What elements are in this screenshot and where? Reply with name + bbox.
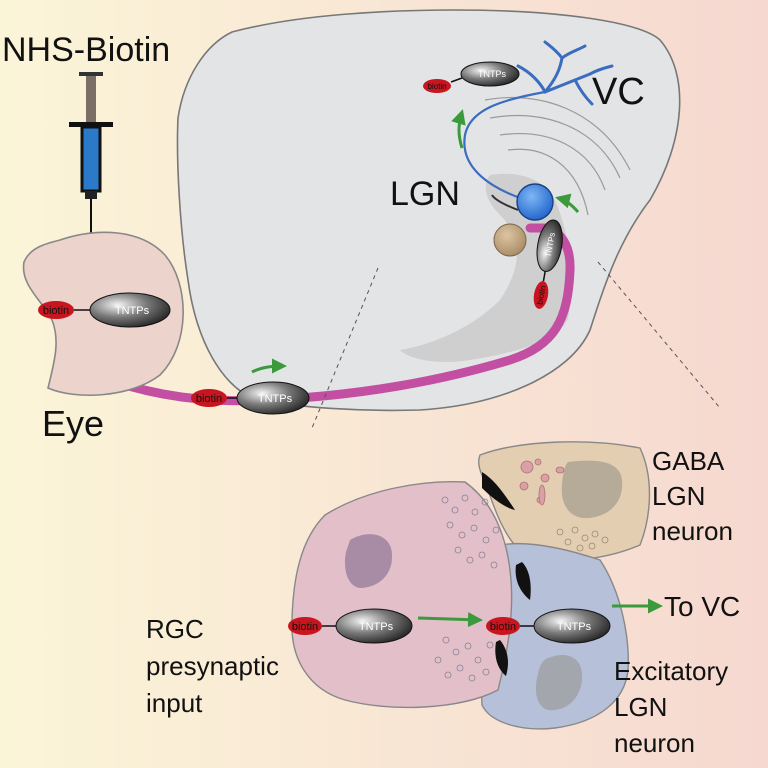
thalamus-region	[400, 173, 572, 362]
rgc-label-line: presynaptic	[146, 651, 279, 681]
tag-eye: biotin TNTPs	[38, 292, 171, 328]
gaba-neuron-label: GABA LGN neuron	[652, 446, 733, 546]
rgc-terminal	[291, 481, 513, 709]
tntps-tag	[533, 608, 611, 644]
tntps-tag	[236, 381, 310, 415]
biotin-tag	[486, 617, 520, 635]
cortex-arc	[499, 133, 606, 191]
excitatory-neuron-label-line: neuron	[614, 728, 695, 758]
excitatory-mitochondrion	[535, 654, 583, 711]
tracer-label: NHS-Biotin	[2, 31, 170, 69]
tntps-text: TNTPs	[359, 621, 394, 633]
rgc-vesicles	[434, 494, 500, 682]
arrow-to-vc	[451, 109, 466, 149]
biotin-tag	[38, 301, 74, 319]
tag-optic-tract: biotin TNTPs	[191, 381, 310, 415]
biotin-text: biotin	[43, 305, 69, 317]
biotin-tag	[288, 617, 322, 635]
gaba-mitochondrion	[561, 460, 623, 519]
tag-vc: biotin TNTPs	[423, 61, 520, 93]
biotin-text: biotin	[490, 621, 516, 633]
gaba-neuron-label-line: LGN	[652, 481, 705, 511]
rgc-label-line: input	[146, 688, 203, 718]
cortex-arc	[507, 148, 589, 216]
lgn-connector	[491, 194, 519, 211]
arrow-into-lgn	[555, 193, 580, 213]
gaba-vesicles	[519, 458, 565, 506]
zoom-line	[311, 267, 379, 429]
tntps-tag	[536, 219, 563, 272]
tntps-text: TNTPs	[115, 305, 150, 317]
lgn-sphere	[516, 183, 554, 221]
tntps-text: TNTPs	[258, 393, 293, 405]
vc-label: VC	[592, 71, 645, 113]
biotin-tag	[191, 389, 227, 407]
tag-lgn: biotin TNTPs	[533, 219, 563, 309]
cortex-arc	[489, 114, 621, 179]
biotin-tag	[423, 79, 451, 93]
rgc-mitochondrion	[344, 534, 393, 588]
tntps-tag	[335, 608, 413, 644]
biotin-text: biotin	[427, 82, 446, 91]
excitatory-neuron-label: Excitatory LGN neuron	[614, 656, 735, 758]
gaba-clear-vesicles	[556, 526, 609, 552]
biotin-text: biotin	[196, 393, 222, 405]
tntps-text: TNTPs	[544, 232, 557, 258]
gaba-neuron-sphere	[493, 223, 527, 257]
rgc-label-line: RGC	[146, 614, 204, 644]
excitatory-neuron-label-line: LGN	[614, 692, 667, 722]
tag-rgc: biotin TNTPs	[288, 608, 413, 644]
synapse-density	[482, 472, 515, 510]
vc-neuron	[516, 40, 614, 106]
eye-label: Eye	[42, 403, 104, 444]
tntps-tag	[89, 292, 171, 328]
synapse-density	[495, 640, 508, 676]
rgc-label: RGC presynaptic input	[146, 614, 286, 718]
arrow-optic-tract	[251, 358, 287, 374]
cortex-arc	[484, 96, 631, 171]
to-vc-label: To VC	[664, 591, 740, 622]
biotin-tag	[533, 281, 549, 309]
synapse-density	[515, 562, 531, 600]
gaba-neuron-label-line: neuron	[652, 516, 733, 546]
tntps-tag	[460, 61, 520, 87]
excitatory-neuron-label-line: Excitatory	[614, 656, 728, 686]
lgn-label: LGN	[390, 175, 460, 213]
biotin-text: biotin	[535, 285, 547, 305]
biotin-text: biotin	[292, 621, 318, 633]
arrow-rgc-to-lgn	[417, 612, 483, 628]
tag-excitatory: biotin TNTPs	[486, 608, 611, 644]
tntps-text: TNTPs	[557, 621, 592, 633]
tntps-text: TNTPs	[478, 69, 506, 79]
syringe	[69, 72, 113, 250]
gaba-neuron-label-line: GABA	[652, 446, 725, 476]
